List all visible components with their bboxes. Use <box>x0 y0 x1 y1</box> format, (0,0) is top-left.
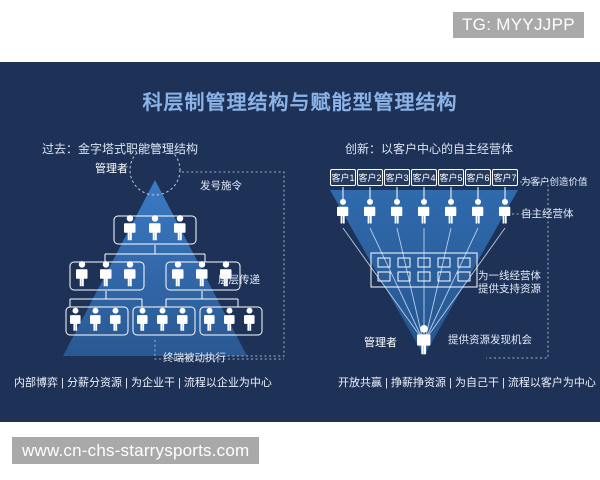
left-manager-label: 管理者 <box>95 163 128 175</box>
annotation-execution: 终端被动执行 <box>163 352 226 364</box>
presentation-slide: 科层制管理结构与赋能型管理结构 过去：金字塔式职能管理结构 创新：以客户中心的自… <box>0 62 600 422</box>
right-inverted-pyramid-graphic <box>330 180 549 359</box>
annotation-cascade: 层层传递 <box>218 274 260 286</box>
manager-circle <box>129 144 181 196</box>
annotation-opportunity: 提供资源发现机会 <box>448 334 532 346</box>
annotation-customer-value: 为客户创造价值 <box>521 177 588 188</box>
right-panel-footer: 开放共赢 | 挣薪挣资源 | 为自己干 | 流程以客户为中心 <box>338 377 596 389</box>
annotation-support-line2: 提供支持资源 <box>478 283 541 295</box>
customer-box-3[interactable]: 客户3 <box>384 169 410 186</box>
page-title: 科层制管理结构与赋能型管理结构 <box>142 92 458 114</box>
annotation-support-line1: 为一线经营体 <box>478 270 541 282</box>
annotation-autonomous-unit: 自主经营体 <box>521 208 574 220</box>
telegram-watermark: TG: MYYJJPP <box>453 12 584 38</box>
site-watermark: www.cn-chs-starrysports.com <box>12 437 260 464</box>
customer-box-1[interactable]: 客户1 <box>330 169 356 186</box>
right-manager-label: 管理者 <box>364 337 397 349</box>
right-panel-heading: 创新：以客户中心的自主经营体 <box>345 142 514 156</box>
command-bracket <box>182 171 285 357</box>
customer-box-5[interactable]: 客户5 <box>438 169 464 186</box>
org-structure-diagram <box>63 144 549 360</box>
customer-box-6[interactable]: 客户6 <box>465 169 491 186</box>
customer-box-7[interactable]: 客户7 <box>492 169 518 186</box>
left-pyramid-graphic <box>63 144 285 360</box>
annotation-command: 发号施令 <box>200 180 242 192</box>
customer-box-2[interactable]: 客户2 <box>357 169 383 186</box>
customer-box-4[interactable]: 客户4 <box>411 169 437 186</box>
left-panel-footer: 内部博弈 | 分薪分资源 | 为企业干 | 流程以企业为中心 <box>14 377 272 389</box>
